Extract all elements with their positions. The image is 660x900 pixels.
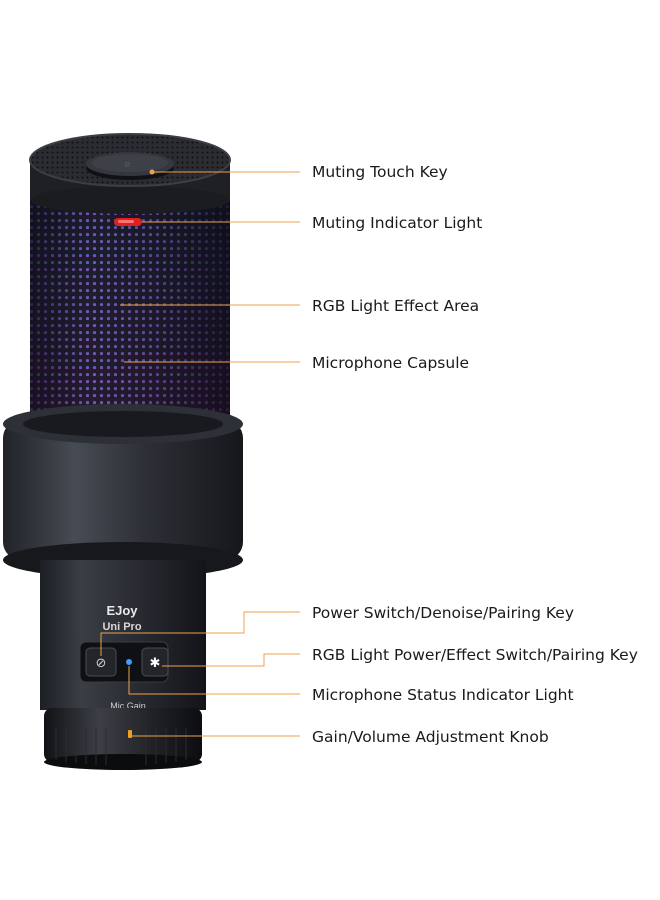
model-name: Uni Pro — [102, 621, 141, 633]
gain-volume-knob[interactable] — [44, 708, 202, 770]
leader-power-key — [100, 611, 300, 656]
lower-body — [40, 560, 206, 710]
label-microphone-capsule: Microphone Capsule — [312, 354, 470, 372]
leader-rgb-key — [162, 653, 300, 667]
svg-text:⊘: ⊘ — [124, 160, 131, 169]
collar-ring — [3, 404, 243, 578]
label-muting-indicator-light: Muting Indicator Light — [312, 214, 483, 232]
denoise-icon: ⊘ — [96, 656, 107, 671]
label-rgb-light-effect-area: RGB Light Effect Area — [312, 297, 480, 315]
brand-name: EJoy — [106, 603, 138, 618]
muting-touch-key[interactable]: ⊘ — [86, 152, 174, 180]
label-power-switch-key: Power Switch/Denoise/Pairing Key — [312, 604, 575, 622]
label-rgb-power-effect-key: RGB Light Power/Effect Switch/Pairing Ke… — [312, 646, 638, 664]
leader-lines — [100, 169, 300, 737]
muting-indicator-light — [114, 218, 142, 226]
label-muting-touch-key: Muting Touch Key — [312, 163, 448, 181]
label-gain-volume-knob: Gain/Volume Adjustment Knob — [312, 728, 549, 746]
sparkle-icon: ✱ — [150, 656, 161, 671]
mic-status-indicator — [126, 659, 132, 665]
mic-gain-label: Mic Gain — [110, 701, 146, 711]
leader-status-led — [128, 666, 300, 695]
label-mic-status-indicator: Microphone Status Indicator Light — [312, 686, 574, 704]
rgb-power-effect-key[interactable]: ✱ — [141, 647, 169, 677]
